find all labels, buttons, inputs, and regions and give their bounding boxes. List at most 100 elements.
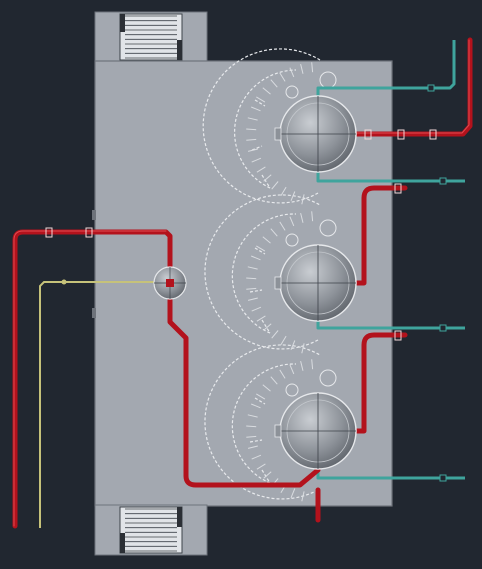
platform-notch-left-lower	[92, 308, 96, 318]
hatch-tick-2	[247, 297, 258, 301]
hatch-tick-1	[256, 96, 266, 103]
walkway-hatch-ticks	[246, 62, 314, 502]
vessel-3	[274, 392, 357, 470]
hot-pipes	[12, 37, 473, 529]
stair-bottom-treads	[125, 508, 177, 552]
vessel-2	[274, 244, 357, 322]
vessel-1	[274, 95, 357, 173]
vessel-2-crosshair	[280, 245, 356, 321]
hatch-tick-1	[251, 106, 261, 112]
hatch-tick-2	[270, 228, 278, 237]
hatch-tick-1	[256, 166, 266, 173]
stair-top-flight	[119, 13, 183, 61]
hatch-tick-1	[300, 63, 304, 74]
hot-pipe-hub-down	[167, 297, 321, 488]
hot-pipe-1-outlet	[315, 37, 473, 137]
hatch-tick-2	[262, 236, 271, 244]
walkway-arc-1-outer	[202, 48, 321, 204]
hatch-tick-3	[256, 463, 266, 470]
hot-flange-6	[394, 183, 402, 194]
hatch-tick-2	[251, 255, 261, 261]
hatch-tick-3	[247, 445, 258, 449]
hatch-tick-1	[271, 181, 279, 190]
walkway-arc-3-outer	[204, 344, 321, 500]
aux-pipe	[39, 281, 160, 528]
vessel-2-nozzle	[274, 276, 282, 290]
stair-bottom-wall-right	[177, 507, 182, 527]
distribution-hub-port	[166, 279, 174, 287]
cool-pipe-1-return	[316, 172, 465, 183]
nozzle-loop-3b	[285, 383, 299, 397]
hot-flange-7	[394, 330, 402, 341]
platform-notch-left-upper	[92, 210, 96, 220]
hatch-tick-2	[289, 216, 295, 227]
stair-top-wall-right	[177, 40, 182, 60]
hatch-tick-1	[251, 157, 262, 163]
hatch-tick-2	[251, 306, 262, 312]
vessel-1-nozzle	[274, 127, 282, 141]
hatch-tick-2	[256, 245, 266, 252]
hatch-tick-1	[279, 72, 286, 82]
vessel-3-nozzle	[274, 424, 282, 438]
stair-top-treads	[125, 15, 177, 59]
hatch-tick-3	[290, 488, 296, 498]
nozzle-loops	[285, 71, 337, 397]
hatch-tick-3	[279, 369, 286, 379]
hatch-tick-1	[311, 62, 314, 73]
hatch-tick-1	[301, 194, 305, 205]
cool-fitting-4	[439, 474, 447, 482]
hatch-tick-1	[270, 79, 278, 88]
hatch-tick-2	[246, 277, 257, 280]
aux-pipe-fitting	[61, 279, 67, 285]
hatch-tick-1	[246, 128, 257, 131]
hatch-tick-3	[247, 414, 258, 418]
nozzle-loop-2a	[319, 219, 337, 237]
hot-pipe-flanges	[45, 129, 437, 341]
hatch-tick-2	[301, 343, 305, 354]
hatch-tick-1	[262, 87, 271, 95]
hatch-tick-1	[289, 67, 295, 78]
cool-fitting-1	[427, 84, 435, 92]
stair-bottom-wall-left	[120, 533, 125, 553]
hatch-tick-1	[247, 117, 258, 121]
hatch-tick-1	[247, 148, 258, 152]
hatch-tick-2	[263, 323, 272, 331]
hatch-tick-2	[271, 330, 279, 339]
hatch-tick-2	[246, 287, 257, 290]
walkway-arc-1-inner	[234, 69, 297, 189]
hatch-tick-3	[262, 384, 271, 392]
hot-flange-5	[429, 129, 437, 140]
cool-pipe-2-return	[316, 319, 465, 330]
hatch-tick-3	[256, 393, 266, 400]
hatch-tick-3	[289, 364, 295, 375]
hatch-tick-3	[251, 454, 262, 460]
hot-flange-3	[364, 129, 372, 140]
stair-bottom	[94, 504, 208, 556]
hatch-tick-1	[263, 174, 272, 182]
hot-flange-4	[397, 129, 405, 140]
hatch-tick-2	[279, 221, 286, 231]
vessel-3-crosshair	[280, 393, 356, 469]
hatch-tick-1	[280, 186, 287, 196]
walkway-arc-2-outer	[204, 194, 321, 350]
walkway-arcs	[202, 48, 321, 500]
cool-pipe-fittings	[427, 84, 447, 482]
hatch-tick-3	[251, 403, 261, 409]
cool-pipe-1-supply	[316, 40, 456, 96]
hot-flange-1	[45, 227, 53, 238]
stair-top	[94, 11, 208, 63]
stair-bottom-flight	[119, 506, 183, 554]
hatch-tick-2	[311, 211, 314, 222]
walkway-arc-2-ring	[249, 247, 271, 334]
hatch-tick-3	[246, 425, 257, 428]
hatch-tick-1	[290, 191, 296, 201]
hot-pipe-1-highlight	[317, 39, 470, 134]
hatch-tick-2	[256, 315, 266, 322]
hatch-tick-2	[247, 266, 258, 270]
hatch-tick-3	[270, 376, 278, 385]
cool-fitting-2	[439, 177, 447, 185]
hot-pipe-3-outlet	[315, 332, 408, 434]
walkway-arc-1-ring	[251, 99, 271, 189]
hot-flange-2	[85, 227, 93, 238]
